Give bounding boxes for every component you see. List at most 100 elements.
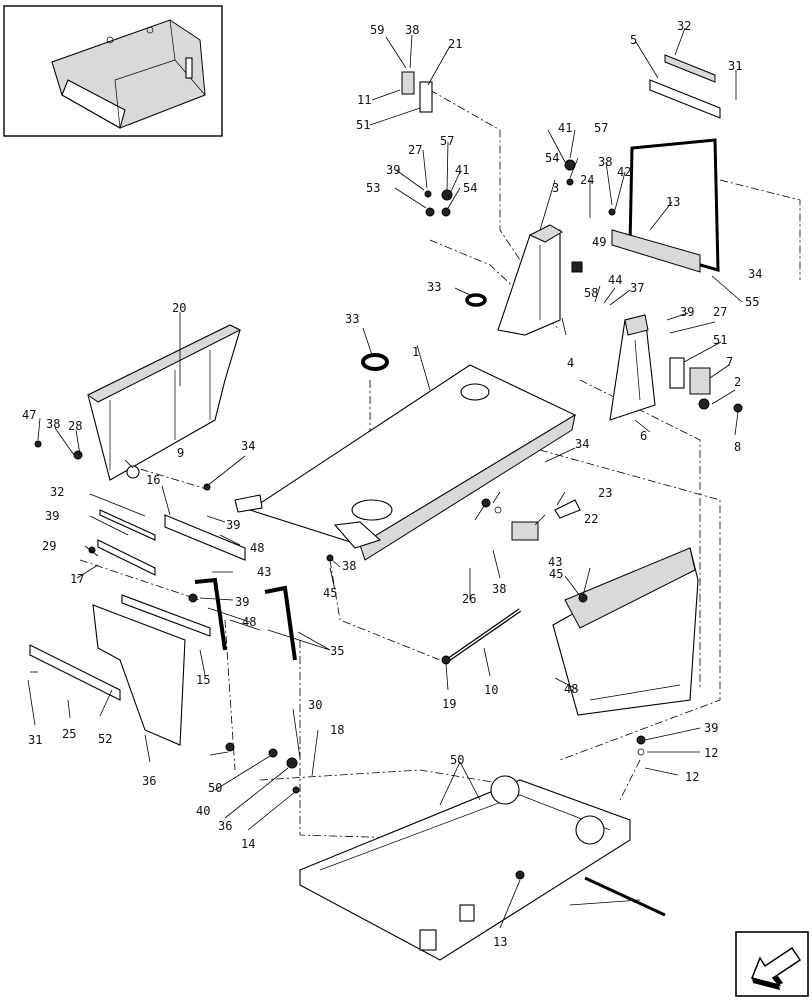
part-label: 24 bbox=[580, 173, 594, 187]
part-label: 48 bbox=[564, 682, 578, 696]
part-labels: 59 38 21 11 51 32 5 31 41 57 27 39 57 53… bbox=[22, 19, 762, 949]
part-label: 43 bbox=[257, 565, 271, 579]
part-label: 27 bbox=[408, 143, 422, 157]
part-label: 14 bbox=[241, 837, 255, 851]
part-label: 2 bbox=[734, 375, 741, 389]
part-label: 48 bbox=[250, 541, 264, 555]
part-label: 59 bbox=[370, 23, 384, 37]
machine-overview-inset bbox=[3, 5, 223, 137]
part-label: 13 bbox=[666, 195, 680, 209]
part-label: 23 bbox=[598, 486, 612, 500]
part-label: 35 bbox=[330, 644, 344, 658]
part-label: 13 bbox=[493, 935, 507, 949]
part-label: 38 bbox=[405, 23, 419, 37]
part-32-top-rail bbox=[99, 509, 156, 541]
part-label: 40 bbox=[196, 804, 210, 818]
part-label: 29 bbox=[42, 539, 56, 553]
part-label: 8 bbox=[734, 440, 741, 454]
part-5-trim-strip bbox=[649, 54, 721, 119]
part-15-handrail-left bbox=[194, 577, 227, 651]
part-19-gas-strut bbox=[441, 608, 522, 665]
part-label: 22 bbox=[584, 512, 598, 526]
part-label: 33 bbox=[427, 280, 441, 294]
part-20-left-side-panel bbox=[87, 324, 242, 481]
part-label: 1 bbox=[412, 345, 419, 359]
part-22-hinge bbox=[511, 521, 539, 541]
part-label: 34 bbox=[575, 437, 589, 451]
part-label: 51 bbox=[713, 333, 727, 347]
part-label: 39 bbox=[386, 163, 400, 177]
part-label: 50 bbox=[450, 753, 464, 767]
part-label: 39 bbox=[226, 518, 240, 532]
part-52-access-panel bbox=[29, 594, 211, 746]
lower-frame-assembly bbox=[299, 775, 631, 961]
part-label: 58 bbox=[584, 286, 598, 300]
part-label: 30 bbox=[308, 698, 322, 712]
part-label: 54 bbox=[545, 151, 559, 165]
leader-lines bbox=[27, 27, 743, 929]
hardware-fasteners bbox=[34, 159, 743, 880]
part-label: 51 bbox=[356, 118, 370, 132]
part-label: 28 bbox=[68, 419, 82, 433]
part-label: 34 bbox=[748, 267, 762, 281]
part-label: 48 bbox=[242, 615, 256, 629]
navigation-arrow-icon[interactable] bbox=[735, 931, 809, 997]
part-label: 18 bbox=[330, 723, 344, 737]
part-33-seal-ring bbox=[361, 353, 389, 371]
part-label: 20 bbox=[172, 301, 186, 315]
part-label: 31 bbox=[28, 733, 42, 747]
part-label: 54 bbox=[463, 181, 477, 195]
part-33-seal-ring-upper bbox=[465, 293, 487, 307]
part-label: 4 bbox=[567, 356, 574, 370]
part-label: 7 bbox=[726, 355, 733, 369]
part-label: 55 bbox=[745, 295, 759, 309]
part-label: 42 bbox=[617, 165, 631, 179]
part-label: 43 bbox=[548, 555, 562, 569]
part-1-floor-plate bbox=[234, 364, 577, 561]
part-7-latch-block bbox=[689, 367, 711, 395]
part-label: 38 bbox=[342, 559, 356, 573]
part-label: 44 bbox=[608, 273, 622, 287]
part-11-latch-plate bbox=[401, 71, 415, 95]
part-13-window-frame bbox=[611, 138, 720, 273]
part-label: 37 bbox=[630, 281, 644, 295]
part-label: 12 bbox=[704, 746, 718, 760]
part-label: 17 bbox=[70, 572, 84, 586]
part-label: 5 bbox=[630, 33, 637, 47]
part-label: 53 bbox=[366, 181, 380, 195]
part-label: 47 bbox=[22, 408, 36, 422]
part-23-hinge-bracket bbox=[554, 499, 581, 519]
part-label: 50 bbox=[208, 781, 222, 795]
part-label: 45 bbox=[549, 567, 563, 581]
part-label: 19 bbox=[442, 697, 456, 711]
part-label: 39 bbox=[45, 509, 59, 523]
part-13-bottom-strip bbox=[584, 876, 666, 917]
part-label: 3 bbox=[552, 181, 559, 195]
part-label: 25 bbox=[62, 727, 76, 741]
part-label: 36 bbox=[218, 819, 232, 833]
part-label: 32 bbox=[677, 19, 691, 33]
part-label: 9 bbox=[177, 446, 184, 460]
part-label: 33 bbox=[345, 312, 359, 326]
part-16-support-rail bbox=[164, 514, 246, 561]
part-21-latch-cover bbox=[419, 81, 433, 113]
part-label: 15 bbox=[196, 673, 210, 687]
part-label: 57 bbox=[440, 134, 454, 148]
part-label: 26 bbox=[462, 592, 476, 606]
part-label: 27 bbox=[713, 305, 727, 319]
part-10-door-panel bbox=[552, 547, 699, 716]
part-17-lower-rail bbox=[97, 539, 156, 576]
part-label: 39 bbox=[704, 721, 718, 735]
part-label: 38 bbox=[46, 417, 60, 431]
part-label: 6 bbox=[640, 429, 647, 443]
part-6-rear-bracket bbox=[609, 314, 656, 421]
part-label: 38 bbox=[598, 155, 612, 169]
part-label: 32 bbox=[50, 485, 64, 499]
part-label: 45 bbox=[323, 586, 337, 600]
part-label: 39 bbox=[680, 305, 694, 319]
part-label: 52 bbox=[98, 732, 112, 746]
part-label: 57 bbox=[594, 121, 608, 135]
part-label: 16 bbox=[146, 473, 160, 487]
part-label: 49 bbox=[592, 235, 606, 249]
part-label: 12 bbox=[685, 770, 699, 784]
